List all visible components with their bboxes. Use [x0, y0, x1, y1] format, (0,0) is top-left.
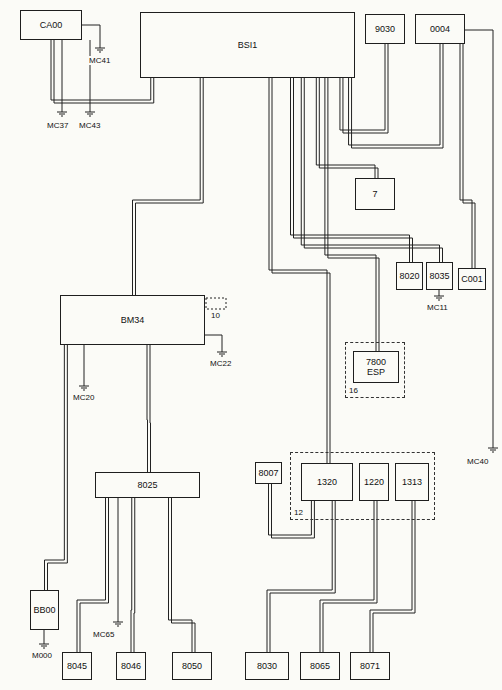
- wire-bundle: [147, 345, 151, 472]
- ground-wire: [205, 335, 227, 356]
- component-code: 8020: [399, 271, 419, 281]
- wire-bundle: [269, 78, 330, 463]
- component-code: BSI1: [238, 40, 258, 50]
- component-code: 7: [372, 189, 377, 199]
- component-code: ESP: [367, 367, 385, 377]
- component-box: 8065: [300, 652, 340, 680]
- component-code: 8035: [429, 271, 449, 281]
- wire-bundle: [301, 78, 442, 262]
- component-code: 8025: [137, 480, 157, 490]
- ground-label: M000: [31, 651, 53, 660]
- component-code: C001: [461, 274, 483, 284]
- component-box: 7: [355, 178, 395, 210]
- component-box: BSI1: [140, 12, 355, 78]
- ground-label: MC40: [466, 457, 489, 466]
- ground-wire: [62, 40, 90, 112]
- component-code: 8071: [360, 661, 380, 671]
- component-box: 1313: [395, 463, 429, 501]
- ground-wire: [82, 25, 105, 52]
- component-box: 8046: [116, 652, 146, 680]
- component-box: BB00: [30, 590, 59, 630]
- component-box: 1220: [359, 463, 389, 501]
- wire-bundle: [131, 498, 135, 652]
- component-box: 8020: [396, 262, 423, 290]
- ground-wire: [434, 290, 444, 300]
- component-code: BM34: [121, 315, 145, 325]
- ground-label: MC11: [426, 303, 449, 312]
- component-box: 8071: [350, 652, 390, 680]
- component-code: 8030: [257, 661, 277, 671]
- ground-label: MC20: [72, 393, 95, 402]
- component-box: 0004: [415, 14, 465, 44]
- component-code: 8046: [121, 661, 141, 671]
- component-box: 8045: [62, 652, 92, 680]
- wire-bundle: [460, 44, 475, 268]
- wire-bundle: [267, 501, 335, 652]
- wire-bundle: [51, 40, 154, 103]
- wire-bundle: [316, 78, 378, 178]
- ground-wire: [39, 630, 49, 648]
- wire-bundle: [45, 345, 68, 590]
- component-code: CA00: [40, 20, 63, 30]
- component-box: 8035: [426, 262, 453, 290]
- component-box: 7800ESP: [353, 351, 399, 383]
- component-box: CA00: [20, 10, 82, 40]
- component-box: 8050: [172, 652, 212, 680]
- wire-bundle: [291, 78, 413, 262]
- wire-bundle: [169, 498, 196, 652]
- component-box: 1320: [301, 463, 353, 501]
- wire-bundle: [320, 501, 377, 652]
- ground-wire: [113, 498, 123, 626]
- component-code: 0004: [430, 24, 450, 34]
- component-code: 8007: [258, 468, 278, 478]
- relay-symbol: [206, 298, 226, 309]
- ground-label: MC22: [209, 359, 232, 368]
- ground-symbol: [57, 112, 95, 116]
- wire-bundle: [77, 498, 109, 652]
- component-box: 8007: [255, 462, 282, 484]
- component-code: 8045: [67, 661, 87, 671]
- ground-label: MC37: [46, 121, 69, 130]
- component-code: 1320: [317, 477, 337, 487]
- component-code: 1313: [402, 477, 422, 487]
- component-box: 9030: [365, 14, 405, 44]
- ground-label: MC43: [78, 121, 101, 130]
- ground-wire: [465, 30, 498, 452]
- ground-wire: [79, 345, 89, 390]
- wire-bundle: [349, 44, 443, 148]
- component-code: 8050: [182, 661, 202, 671]
- ground-label: 10: [210, 311, 221, 320]
- component-box: 8030: [245, 652, 289, 680]
- wire-bundle: [325, 78, 379, 351]
- component-code: 9030: [375, 24, 395, 34]
- wire-bundle: [133, 78, 204, 295]
- component-code: BB00: [33, 605, 55, 615]
- ground-label: MC65: [92, 630, 115, 639]
- component-code: 7800: [366, 357, 386, 367]
- component-box: 8025: [95, 472, 200, 498]
- wire-bundle: [370, 501, 415, 652]
- module-outline: 12 1320 1220 1313: [290, 452, 435, 520]
- component-code: 1220: [364, 477, 384, 487]
- component-box: C001: [458, 268, 486, 290]
- component-box: BM34: [60, 295, 205, 345]
- module-outline: 16 7800ESP: [345, 342, 405, 398]
- ground-label: MC41: [88, 56, 111, 65]
- component-code: 8065: [310, 661, 330, 671]
- component-code: 12: [294, 508, 303, 518]
- component-code: 16: [349, 386, 358, 396]
